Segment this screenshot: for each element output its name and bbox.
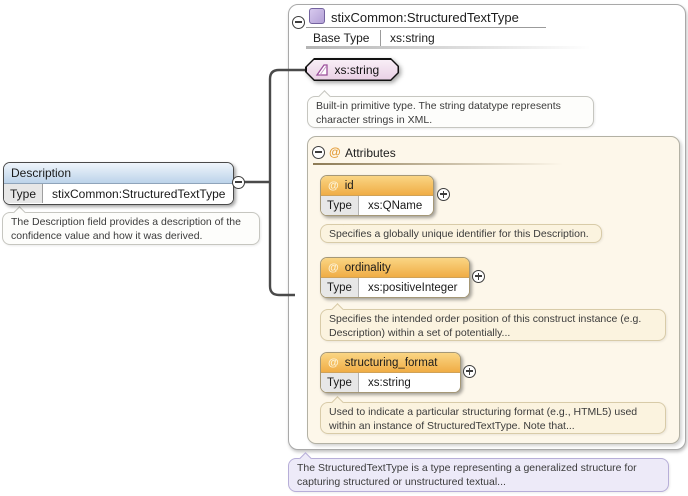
attribute-structuring-format-note: Used to indicate a particular structurin… [320,402,666,434]
collapse-type-panel-icon[interactable] [292,16,305,29]
attribute-card-id[interactable]: @ id Type xs:QName [320,175,434,216]
badge-label: xs:string [335,63,380,77]
attribute-type-value: xs:positiveInteger [359,278,467,297]
header-divider [306,46,591,49]
attribute-type-value: xs:QName [359,196,431,215]
title-divider [306,27,546,28]
element-type-label: Type [4,184,43,203]
attribute-card-ordinality[interactable]: @ ordinality Type xs:positiveInteger [320,257,470,298]
collapse-attributes-icon[interactable] [312,146,325,159]
attribute-name: structuring_format [345,357,438,369]
attribute-name: id [345,180,354,192]
attribute-at-icon: @ [328,180,339,192]
attribute-card-structuring-format[interactable]: @ structuring_format Type xs:string [320,352,461,393]
element-card-description[interactable]: Description Type stixCommon:StructuredTe… [3,162,234,205]
base-type-value: xs:string [390,31,435,45]
base-type-badge[interactable]: xs:string [305,58,399,81]
type-footer-note: The StructuredTextType is a type represe… [288,458,669,492]
base-type-note: Built-in primitive type. The string data… [307,96,594,128]
element-name: Description [11,166,71,180]
expand-attribute-id-icon[interactable] [437,188,450,201]
attribute-at-icon: @ [329,145,341,159]
base-type-divider [380,30,381,46]
collapse-description-icon[interactable] [232,176,245,189]
attributes-divider [313,163,563,165]
expand-attribute-structuring-format-icon[interactable] [463,365,476,378]
attributes-section-title: Attributes [345,146,396,160]
simple-type-icon [315,63,329,77]
attribute-type-label: Type [321,278,359,297]
attribute-ordinality-note: Specifies the intended order position of… [320,309,666,341]
base-type-label: Base Type [313,31,369,45]
attribute-at-icon: @ [328,357,339,369]
type-panel-title: stixCommon:StructuredTextType [331,10,519,25]
attribute-type-value: xs:string [359,373,420,392]
complex-type-icon [309,8,325,24]
attribute-type-label: Type [321,373,359,392]
element-description-note: The Description field provides a descrip… [2,212,260,245]
attribute-type-label: Type [321,196,359,215]
attribute-id-note: Specifies a globally unique identifier f… [320,224,602,243]
attribute-name: ordinality [345,262,391,274]
element-type-value: stixCommon:StructuredTextType [43,184,234,203]
expand-attribute-ordinality-icon[interactable] [472,270,485,283]
attribute-at-icon: @ [328,262,339,274]
